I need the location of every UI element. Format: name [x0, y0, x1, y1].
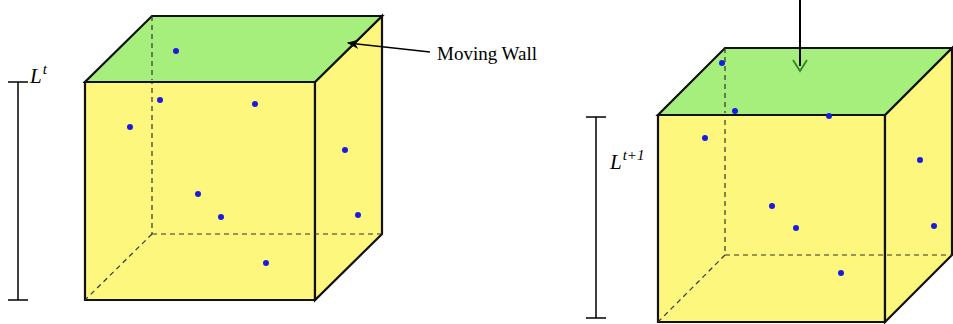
- dimension-superscript: t+1: [623, 148, 645, 163]
- cube-after: [658, 48, 952, 322]
- dimension-label: L: [30, 66, 42, 87]
- dimension-superscript: t: [43, 62, 47, 77]
- leader-arrow: [348, 43, 430, 52]
- cube-before: [85, 16, 382, 300]
- dimension-label: L: [610, 152, 622, 173]
- height-bracket: [8, 82, 28, 300]
- callout-label: Moving Wall: [437, 44, 537, 63]
- moving-wall: [658, 48, 952, 115]
- height-bracket: [586, 117, 606, 318]
- moving-wall: [85, 16, 382, 82]
- push-arrow: [793, 0, 807, 71]
